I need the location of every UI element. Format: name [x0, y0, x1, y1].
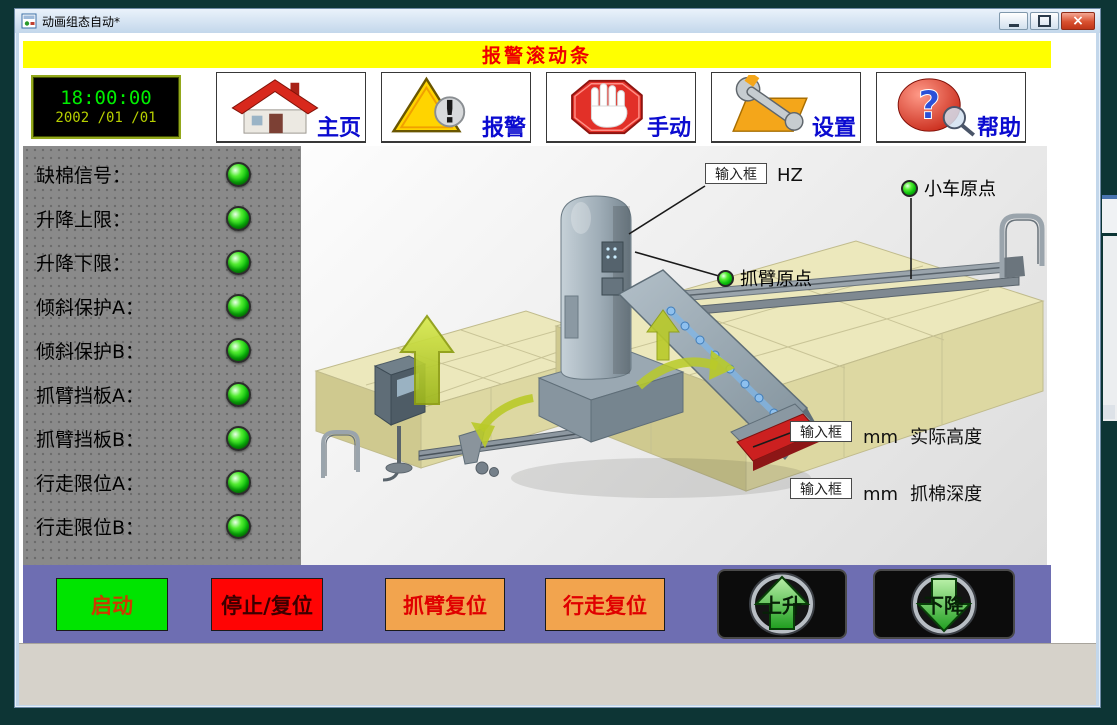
arm-origin-label: 抓臂原点 — [740, 269, 812, 290]
settings-label: 设置 — [811, 116, 856, 141]
window-controls: × — [999, 12, 1095, 30]
background-window-fragment — [1103, 236, 1117, 421]
status-label: 倾斜保护B： — [36, 340, 145, 363]
status-label: 抓臂挡板A： — [36, 384, 144, 407]
frequency-unit: HZ — [777, 165, 803, 186]
status-row: 倾斜保护B： — [23, 328, 301, 372]
diagram-stage: 输入框 HZ 小车原点 抓臂原点 输入框 mm 实际高度 输入框 mm 抓棉深度 — [301, 146, 1047, 565]
background-window-fragment — [1103, 405, 1115, 419]
status-led — [226, 337, 251, 363]
up-arrow-icon — [749, 572, 815, 636]
minimize-button[interactable] — [999, 12, 1028, 30]
grab-depth-unit-label: mm 抓棉深度 — [863, 480, 982, 506]
toolbar: 18:00:00 2002 /01 /01 主页 ! — [23, 70, 1051, 146]
status-label: 行走限位A： — [36, 472, 144, 495]
height-unit: mm — [863, 427, 899, 448]
client-area: 报警滚动条 18:00:00 2002 /01 /01 主页 — [19, 33, 1096, 705]
home-label: 主页 — [316, 116, 361, 141]
alarm-label: 报警 — [481, 116, 526, 141]
frequency-input[interactable]: 输入框 — [705, 163, 767, 184]
status-row: 升降下限： — [23, 240, 301, 284]
status-label: 行走限位B： — [36, 516, 145, 539]
help-button[interactable]: ? 帮助 — [876, 72, 1026, 143]
maximize-icon — [1038, 15, 1051, 27]
down-arrow-icon — [911, 572, 977, 636]
actual-height-unit-label: mm 实际高度 — [863, 423, 982, 449]
grab-depth-input[interactable]: 输入框 — [790, 478, 852, 499]
close-button[interactable]: × — [1061, 12, 1095, 30]
bottom-strip — [19, 643, 1096, 705]
up-button[interactable]: 上升 — [717, 569, 847, 639]
frequency-unit-label: HZ — [777, 165, 803, 186]
status-label: 缺棉信号： — [36, 164, 132, 187]
status-panel: 缺棉信号： 升降上限： 升降下限： 倾斜保护A： 倾斜保护B： 抓臂挡板A： — [23, 146, 301, 565]
status-led — [226, 425, 251, 451]
status-row: 抓臂挡板A： — [23, 372, 301, 416]
cart-origin-led — [901, 179, 918, 197]
help-question-icon: ? — [897, 78, 975, 137]
manual-button[interactable]: 手动 — [546, 72, 696, 143]
stop-reset-button[interactable]: 停止/复位 — [211, 578, 323, 631]
status-label: 倾斜保护A： — [36, 296, 144, 319]
status-led — [226, 161, 251, 187]
maximize-button[interactable] — [1030, 12, 1059, 30]
close-icon: × — [1072, 13, 1084, 29]
cart-origin-indicator: 小车原点 — [901, 175, 996, 201]
actual-height-input[interactable]: 输入框 — [790, 421, 852, 442]
status-led — [226, 513, 251, 539]
clock-time: 18:00:00 — [60, 87, 152, 109]
depth-desc: 抓棉深度 — [910, 484, 983, 505]
manual-label: 手动 — [646, 116, 691, 141]
status-row: 倾斜保护A： — [23, 284, 301, 328]
home-icon — [231, 79, 319, 134]
app-window: 动画组态自动* × 报警滚动条 18:00:00 2002 /01 /01 — [14, 8, 1101, 708]
minimize-icon — [1008, 24, 1019, 27]
home-button[interactable]: 主页 — [216, 72, 366, 143]
status-label: 抓臂挡板B： — [36, 428, 145, 451]
clock-display: 18:00:00 2002 /01 /01 — [31, 75, 181, 139]
window-title: 动画组态自动* — [42, 14, 121, 29]
cart-origin-label: 小车原点 — [924, 179, 996, 200]
svg-text:!: ! — [443, 94, 457, 130]
help-label: 帮助 — [976, 116, 1021, 141]
alarm-banner: 报警滚动条 — [23, 41, 1051, 68]
down-label: 下降 — [924, 593, 964, 618]
status-label: 升降上限： — [36, 208, 132, 231]
up-label: 上升 — [762, 593, 802, 618]
arm-origin-indicator: 抓臂原点 — [717, 265, 812, 291]
status-led — [226, 293, 251, 319]
titlebar[interactable]: 动画组态自动* × — [15, 9, 1100, 33]
arm-reset-button[interactable]: 抓臂复位 — [385, 578, 505, 631]
status-row: 缺棉信号： — [23, 152, 301, 196]
status-row: 抓臂挡板B： — [23, 416, 301, 460]
alarm-icon: ! — [391, 76, 466, 133]
app-icon — [21, 13, 37, 29]
machine-illustration — [314, 185, 1045, 498]
start-button[interactable]: 启动 — [56, 578, 168, 631]
down-button[interactable]: 下降 — [873, 569, 1015, 639]
status-led — [226, 249, 251, 275]
height-desc: 实际高度 — [910, 427, 983, 448]
alarm-button[interactable]: ! 报警 — [381, 72, 531, 143]
depth-unit: mm — [863, 484, 899, 505]
status-row: 行走限位A： — [23, 460, 301, 504]
settings-wrench-icon — [732, 75, 808, 132]
status-led — [226, 469, 251, 495]
settings-button[interactable]: 设置 — [711, 72, 861, 143]
status-label: 升降下限： — [36, 252, 132, 275]
status-row: 升降上限： — [23, 196, 301, 240]
command-bar: 启动 停止/复位 抓臂复位 行走复位 上升 — [23, 565, 1051, 643]
svg-text:?: ? — [918, 84, 940, 129]
status-led — [226, 381, 251, 407]
status-led — [226, 205, 251, 231]
background-window-fragment — [1102, 195, 1117, 233]
arm-origin-led — [717, 269, 734, 287]
manual-hand-icon — [571, 79, 643, 135]
clock-date: 2002 /01 /01 — [55, 110, 157, 126]
travel-reset-button[interactable]: 行走复位 — [545, 578, 665, 631]
status-row: 行走限位B： — [23, 504, 301, 548]
